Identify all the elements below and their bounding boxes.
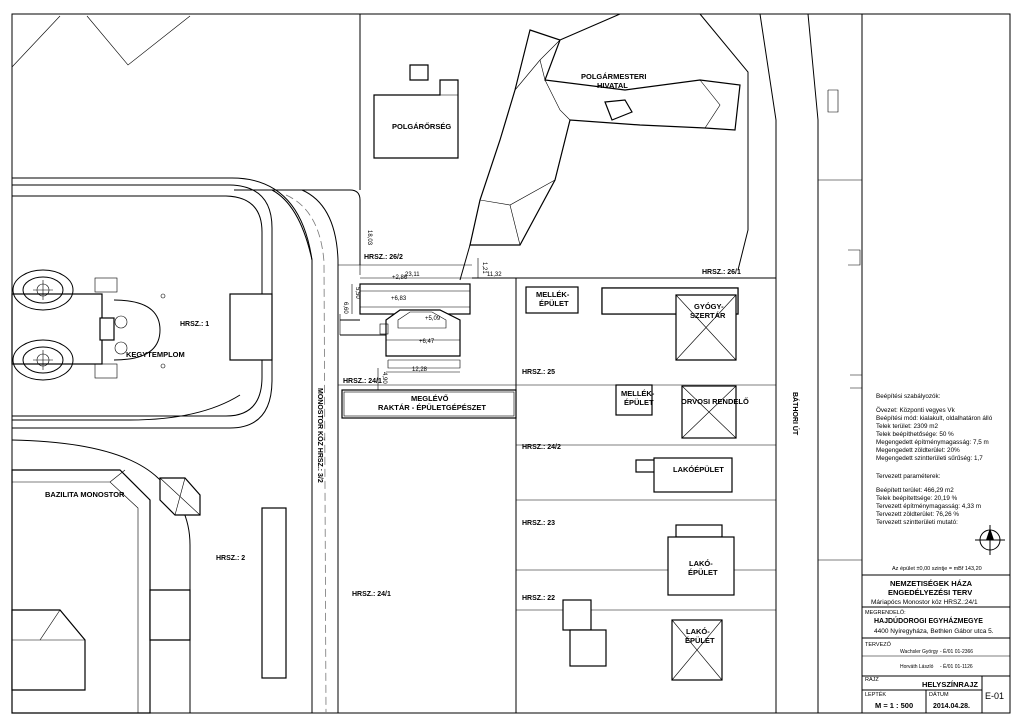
planned-0: Beépített terület: 466,29 m2 — [876, 487, 954, 494]
date-label: DÁTUM — [929, 691, 949, 698]
planned-3: Tervezett zöldterület: 76,26 % — [876, 511, 959, 518]
dim-4-90: 4,90 — [381, 372, 387, 384]
label-polgarorseg: POLGÁRŐRSÉG — [392, 122, 451, 131]
parcel-24-2: HRSZ.: 24/2 — [522, 444, 561, 451]
dim-5-50: 5,50 — [354, 287, 360, 299]
parcel-26-1: HRSZ.: 26/1 — [702, 269, 741, 276]
planned-4: Tervezett szintterületi mutató: — [876, 519, 958, 526]
info-rule-6: Megengedett szintterületi sűrűség: 1,7 — [876, 455, 983, 462]
street-monostor-koz: MONOSTOR KÖZ HRSZ.: 3/2 — [316, 388, 325, 483]
label-meglevo-2: RAKTÁR - ÉPÜLETGÉPÉSZET — [378, 403, 486, 412]
building-labels: POLGÁRŐRSÉG POLGÁRMESTERI HIVATAL KEGYTE… — [45, 72, 749, 645]
drawing-label: RAJZ — [865, 677, 879, 683]
label-orvosi: ORVOSI RENDELŐ — [681, 397, 749, 406]
level-note: Az épület ±0,00 szintje = mBf 143,20 — [892, 566, 982, 572]
label-bazilita: BAZILITA MONOSTOR — [45, 490, 125, 499]
parcel-24-1-b: HRSZ.: 24/1 — [352, 591, 391, 598]
bazilita-monostor — [11, 469, 287, 714]
parcel-2: HRSZ.: 2 — [216, 555, 245, 562]
polgarmesteri-hivatal-building — [459, 13, 749, 281]
neighbour-parcels-top-left — [11, 15, 191, 68]
info-rule-3: Telek beépíthetősége: 50 % — [876, 431, 954, 438]
designer-2: Horváth László — [900, 664, 934, 670]
label-meglevo-1: MEGLÉVŐ — [411, 394, 449, 403]
church-square — [11, 184, 273, 429]
parcel-24-1-a: HRSZ.: 24/1 — [343, 378, 382, 385]
client-address: 4400 Nyíregyháza, Bethlen Gábor utca 5. — [874, 628, 994, 635]
street-bathori-ut: BÁTHORI ÚT — [791, 392, 800, 436]
planned-title: Tervezett paraméterek: — [876, 473, 941, 480]
parcel-23: HRSZ.: 23 — [522, 520, 555, 527]
label-mellek2-2: ÉPÜLET — [624, 398, 654, 407]
project-phase: ENGEDÉLYEZÉSI TERV — [888, 588, 972, 597]
dim-18-03: 18,03 — [366, 230, 372, 246]
existing-storage — [341, 389, 517, 419]
info-rule-0: Övezet: Központi vegyes Vk — [876, 406, 956, 414]
project-location: Máriapócs Monostor köz HRSZ.:24/1 — [871, 599, 978, 606]
info-panel: Beépítési szabályozók: Övezet: Központi … — [876, 393, 993, 572]
parcel-boundaries — [338, 264, 776, 713]
info-rule-4: Megengedett építménymagasság: 7,5 m — [876, 439, 989, 446]
dimension-lines — [339, 200, 520, 390]
dimension-labels: 18,03 23,11 11,32 5,50 6,60 12,28 4,90 1… — [342, 230, 502, 384]
project-name: NEMZETISÉGEK HÁZA — [890, 579, 973, 588]
planned-2: Tervezett építménymagasság: 4,33 m — [876, 503, 981, 510]
dim-1-21: 1,21 — [481, 262, 487, 274]
level-5-09: +5,09 — [425, 316, 441, 322]
label-lako1-2: ÉPÜLET — [688, 568, 718, 577]
parcel-1: HRSZ.: 1 — [180, 321, 209, 328]
polgarorseg-building — [373, 64, 459, 159]
bathori-ut-road — [759, 13, 863, 713]
label-lako1-1: LAKÓ- — [689, 559, 713, 568]
label-kegytemplom: KEGYTEMPLOM — [126, 350, 185, 359]
label-mellek2-1: MELLÉK- — [621, 389, 655, 398]
label-gyogy-2: SZERTÁR — [690, 311, 726, 320]
label-gyogy-1: GYÓGY- — [694, 302, 724, 311]
info-rule-5: Megengedett zöldterület: 20% — [876, 447, 960, 454]
parcel-25: HRSZ.: 25 — [522, 369, 555, 376]
info-title: Beépítési szabályozók: — [876, 393, 941, 400]
dim-6-60: 6,60 — [342, 302, 348, 314]
label-polgarmesteri-1: POLGÁRMESTERI — [581, 72, 646, 81]
dim-12-28: 12,28 — [412, 367, 428, 373]
parcel-labels: HRSZ.: 26/2 HRSZ.: 26/1 HRSZ.: 1 HRSZ.: … — [180, 254, 741, 602]
label-mellek1-1: MELLÉK- — [536, 290, 570, 299]
designer-label: TERVEZŐ — [865, 641, 892, 648]
designer-2-id: - É/01 01-1126 — [940, 663, 973, 670]
parcel-26-2: HRSZ.: 26/2 — [364, 254, 403, 261]
label-mellek1-2: ÉPÜLET — [539, 299, 569, 308]
date-value: 2014.04.28. — [933, 703, 970, 710]
designer-1-id: - É/01 01-2366 — [940, 648, 973, 655]
client-name: HAJDÚDOROGI EGYHÁZMEGYE — [874, 616, 983, 625]
planned-1: Telek beépítettsége: 20,19 % — [876, 495, 958, 502]
info-rule-2: Telek terület: 2309 m2 — [876, 423, 938, 430]
label-lakoepulet: LAKÓÉPÜLET — [673, 465, 724, 474]
sheet-number: E-01 — [985, 691, 1004, 701]
info-rule-1: Beépítési mód: kialakult, oldalhatáron á… — [876, 415, 993, 422]
dim-11-32: 11,32 — [487, 272, 502, 278]
scale-label: LEPTÉK — [865, 691, 886, 698]
north-arrow-icon — [975, 525, 1005, 555]
designer-1: Wachsler György — [900, 649, 939, 655]
level-2-86: +2,86 — [392, 275, 408, 281]
road-curve — [12, 177, 313, 261]
title-block-text: NEMZETISÉGEK HÁZA ENGEDÉLYEZÉSI TERV Már… — [865, 579, 1004, 710]
level-6-83: +6,83 — [391, 296, 407, 302]
parcel-22: HRSZ.: 22 — [522, 595, 555, 602]
planned-building — [340, 283, 471, 369]
title-block — [861, 574, 1011, 714]
scale-value: M = 1 : 500 — [875, 701, 913, 710]
level-6-47: +6,47 — [419, 339, 435, 345]
label-polgarmesteri-2: HIVATAL — [597, 81, 628, 90]
dim-23-11: 23,11 — [405, 272, 420, 278]
drawing-name: HELYSZÍNRAJZ — [922, 680, 978, 689]
client-label: MEGRENDELŐ: — [865, 609, 906, 616]
east-buildings — [525, 286, 739, 681]
label-lako2-1: LAKÓ- — [686, 627, 710, 636]
label-lako2-2: ÉPÜLET — [685, 636, 715, 645]
